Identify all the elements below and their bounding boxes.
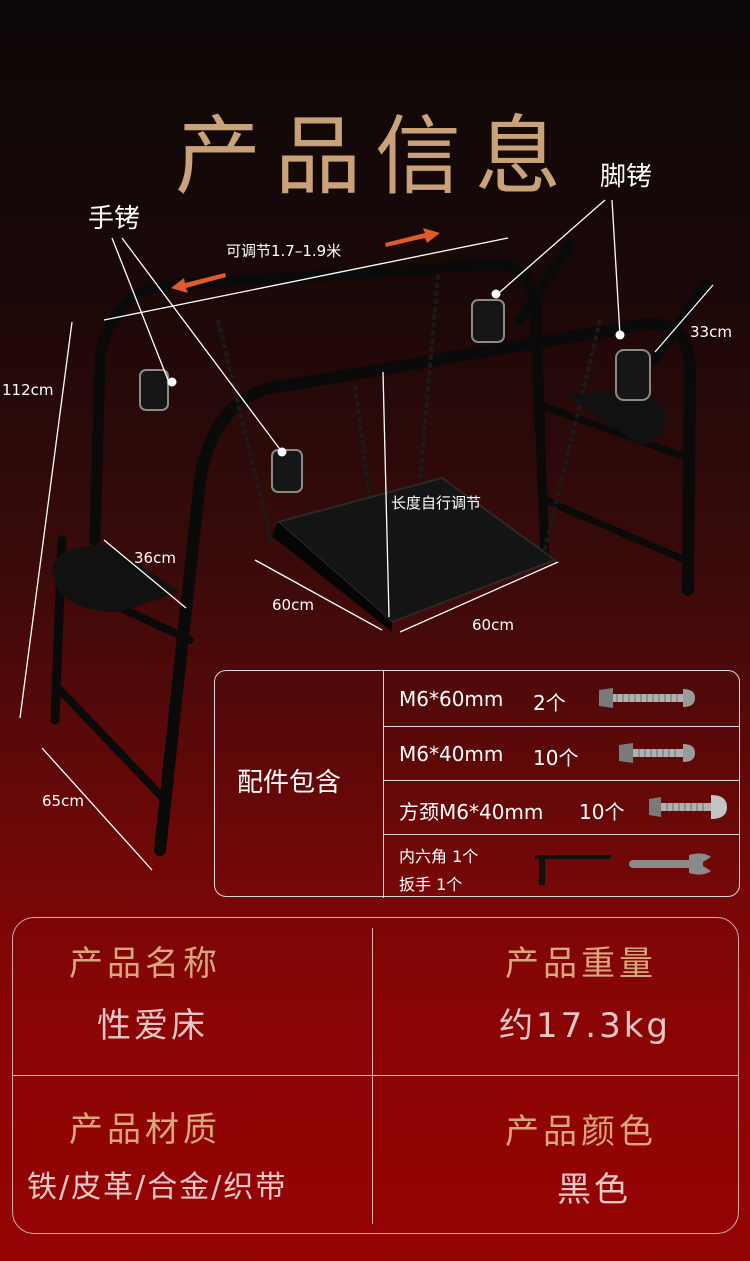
post-width-label: 33cm: [690, 323, 732, 341]
bolt-icon: [619, 743, 695, 763]
depth-label: 65cm: [42, 792, 84, 810]
accessory-count: 2个: [533, 691, 566, 715]
accessories-panel: 配件包含 M6*60mm 2个 M6*40mm 10个 方颈M6*40mm 10…: [214, 670, 740, 898]
hex-key-icon: [535, 855, 611, 885]
wrench-label: 扳手 1个: [399, 875, 463, 894]
product-specs-panel: 产品名称 性爱床 产品重量 约17.3kg 产品材质 铁/皮革/合金/织带 产品…: [12, 917, 739, 1234]
handcuffs-label: 手铐: [88, 204, 141, 234]
specs-vertical-divider: [372, 928, 373, 1224]
spec-value-weight: 约17.3kg: [499, 1006, 671, 1046]
page-title: 产品信息: [175, 106, 575, 207]
tools-row: 内六角 1个 扳手 1个: [383, 835, 739, 897]
accessory-name: 方颈M6*40mm: [399, 800, 544, 824]
spec-label-material: 产品材质: [69, 1110, 221, 1150]
accessory-name: M6*60mm: [399, 687, 504, 711]
carriage-bolt-icon: [649, 795, 727, 819]
spec-label-name: 产品名称: [69, 944, 221, 984]
accessory-row: 方颈M6*40mm 10个: [383, 781, 739, 835]
spec-label-weight: 产品重量: [505, 944, 657, 984]
chain-adjust-label: 长度自行调节: [391, 494, 482, 512]
adjustable-width-label: 可调节1.7–1.9米: [226, 242, 342, 260]
swing-frame-illustration: [50, 228, 710, 856]
spec-label-color: 产品颜色: [505, 1112, 657, 1152]
specs-horizontal-divider: [13, 1075, 738, 1076]
accessories-divider: [383, 671, 384, 898]
hex-key-label: 内六角 1个: [399, 847, 479, 866]
accessory-row: M6*40mm 10个: [383, 727, 739, 781]
spec-value-name: 性爱床: [97, 1006, 208, 1046]
ankle-cuffs-label: 脚铐: [600, 162, 653, 192]
wrench-icon: [629, 853, 711, 875]
spec-value-material: 铁/皮革/合金/织带: [27, 1170, 288, 1205]
seat-length-left-label: 60cm: [272, 596, 314, 614]
side-seat-width-label: 36cm: [134, 549, 176, 567]
accessory-count: 10个: [533, 746, 579, 770]
accessory-count: 10个: [579, 800, 625, 824]
spec-value-color: 黑色: [557, 1170, 631, 1210]
accessory-name: M6*40mm: [399, 742, 504, 766]
long-bolt-icon: [599, 688, 695, 708]
seat-length-right-label: 60cm: [472, 616, 514, 634]
accessory-row: M6*60mm 2个: [383, 671, 739, 727]
accessories-title: 配件包含: [237, 768, 342, 798]
height-label: 112cm: [2, 381, 54, 399]
